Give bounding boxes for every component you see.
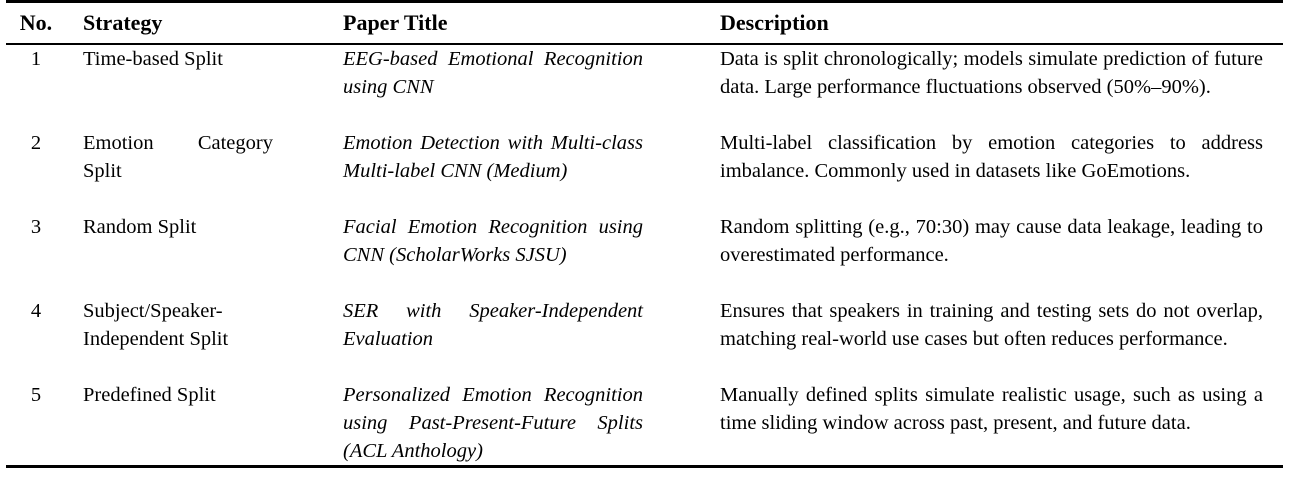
cell-description: Ensures that speakers in training and te… xyxy=(720,300,1263,350)
cell-strategy: Predefined Split xyxy=(83,384,216,406)
header-strategy: Strategy xyxy=(66,1,343,45)
table-row: 2 Emotion Category Split Emotion Detecti… xyxy=(6,129,1283,213)
split-strategies-table-wrap: No. Strategy Paper Title Description 1 T… xyxy=(6,0,1283,468)
cell-no: 3 xyxy=(30,216,42,238)
header-row: No. Strategy Paper Title Description xyxy=(6,1,1283,45)
cell-no: 1 xyxy=(30,48,42,70)
cell-description: Multi-label classification by emotion ca… xyxy=(720,132,1263,182)
cell-strategy: Subject/Speaker-Independent Split xyxy=(83,300,229,350)
header-no: No. xyxy=(6,1,66,45)
header-description: Description xyxy=(720,1,1283,45)
cell-no: 4 xyxy=(30,300,42,322)
cell-strategy: Time-based Split xyxy=(83,48,223,70)
cell-description: Manually defined splits simulate realist… xyxy=(720,384,1263,434)
table-row: 1 Time-based Split EEG-based Emotional R… xyxy=(6,44,1283,129)
table-body: 1 Time-based Split EEG-based Emotional R… xyxy=(6,44,1283,467)
split-strategies-table: No. Strategy Paper Title Description 1 T… xyxy=(6,0,1283,468)
cell-strategy: Random Split xyxy=(83,216,197,238)
cell-paper-title: Facial Emotion Recognition using CNN (Sc… xyxy=(343,216,643,266)
table-row: 5 Predefined Split Personalized Emotion … xyxy=(6,381,1283,467)
table-row: 3 Random Split Facial Emotion Recognitio… xyxy=(6,213,1283,297)
cell-paper-title: SER with Speaker-Independent Evaluation xyxy=(343,300,643,350)
table-header: No. Strategy Paper Title Description xyxy=(6,1,1283,45)
cell-paper-title: EEG-based Emotional Recog­nition using C… xyxy=(343,48,643,98)
cell-no: 5 xyxy=(30,384,42,406)
cell-paper-title: Emotion Detection with Multi-class Multi… xyxy=(343,132,643,182)
cell-no: 2 xyxy=(30,132,42,154)
header-paper-title: Paper Title xyxy=(343,1,720,45)
cell-description: Random splitting (e.g., 70:30) may cause… xyxy=(720,216,1263,266)
cell-description: Data is split chronologically; models si… xyxy=(720,48,1263,98)
cell-paper-title: Personalized Emotion Recog­nition using … xyxy=(343,384,643,462)
table-row: 4 Subject/Speaker-Independent Split SER … xyxy=(6,297,1283,381)
cell-strategy: Emotion Category Split xyxy=(83,132,273,182)
